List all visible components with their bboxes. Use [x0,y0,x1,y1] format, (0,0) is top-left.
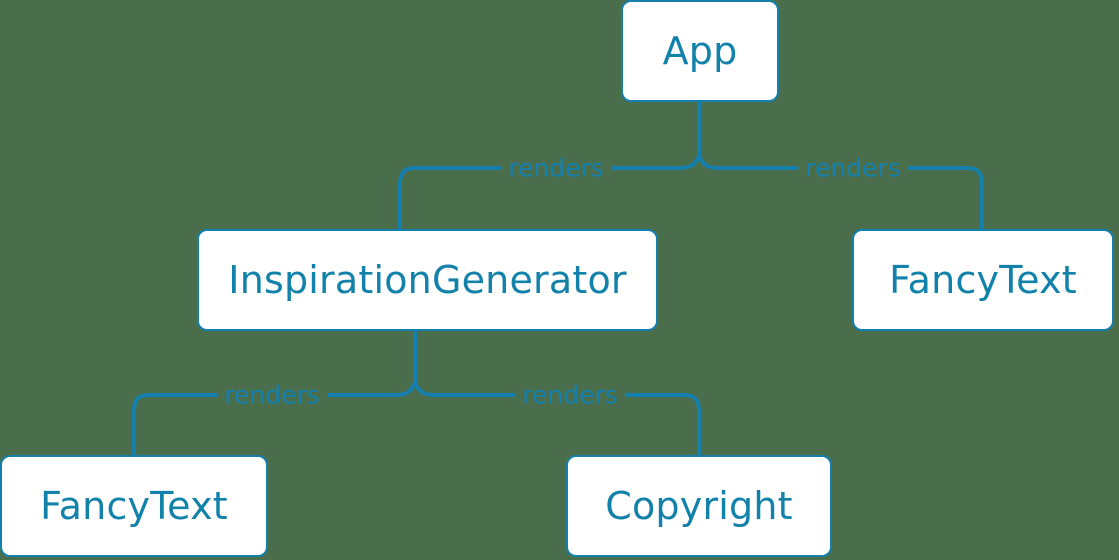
edge-label-app-to-fancy-text-right: renders [798,155,908,181]
edge-inspiration-to-fancy-text-bottom [132,381,417,457]
node-app-label: App [662,29,738,73]
node-fancy-text-right-label: FancyText [889,258,1077,302]
edge-label-inspiration-to-copyright: renders [515,382,625,408]
node-inspiration-generator-label: InspirationGenerator [228,258,627,302]
node-fancy-text-bottom-label: FancyText [40,484,228,528]
node-app[interactable]: App [621,0,779,102]
edge-label-inspiration-to-fancy-text-bottom: renders [217,382,327,408]
node-fancy-text-right[interactable]: FancyText [852,229,1114,331]
edge-app-to-fancy-text-right [697,154,984,231]
node-fancy-text-bottom[interactable]: FancyText [0,455,268,557]
edge-inspiration-to-copyright [413,381,701,457]
edge-label-app-to-inspiration-generator: renders [501,155,611,181]
edge-app-to-inspiration-generator [398,154,701,231]
node-inspiration-generator[interactable]: InspirationGenerator [197,229,658,331]
node-copyright-label: Copyright [605,484,793,528]
node-copyright[interactable]: Copyright [566,455,832,557]
